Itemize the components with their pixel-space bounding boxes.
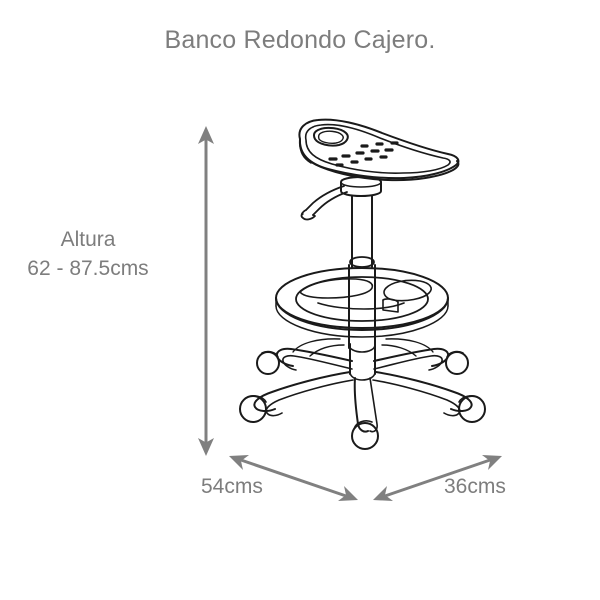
lever-handle-tip bbox=[300, 213, 304, 219]
base-leg-front-right-b bbox=[372, 379, 461, 417]
caster-back-right bbox=[445, 350, 469, 375]
cylinder-rod bbox=[351, 195, 373, 268]
mount-plate-top-ellipse bbox=[340, 181, 382, 188]
base-leg-highlight-right bbox=[381, 344, 417, 357]
width-dimension-label: 54cms bbox=[201, 475, 263, 498]
depth-dimension-arrow bbox=[373, 455, 502, 501]
caster-bracket bbox=[458, 395, 480, 403]
footring-clamp bbox=[382, 299, 399, 313]
seat-top-outline bbox=[298, 118, 460, 180]
page-title: Banco Redondo Cajero. bbox=[164, 26, 436, 54]
height-dimension-label: Altura 62 - 87.5cms bbox=[0, 226, 176, 284]
footring-center-web bbox=[317, 302, 405, 310]
caster-bracket bbox=[261, 350, 279, 358]
caster-bracket bbox=[245, 395, 267, 403]
footring-spoke-left bbox=[299, 278, 374, 299]
base-leg-front-right bbox=[375, 371, 473, 413]
footring-clamp-top bbox=[382, 298, 399, 303]
base-leg-arc-right bbox=[385, 338, 434, 353]
seat-handle-slot bbox=[313, 126, 349, 147]
base-leg-back-right-b bbox=[373, 354, 443, 371]
cylinder-collar bbox=[349, 256, 375, 268]
caster-front-center bbox=[351, 420, 379, 450]
mount-plate-outline bbox=[340, 176, 382, 197]
width-dimension-arrow bbox=[229, 455, 358, 501]
depth-arrowhead-lower-left bbox=[373, 486, 393, 501]
caster-back-left bbox=[256, 350, 280, 375]
width-arrowhead-upper-left bbox=[229, 455, 249, 470]
height-arrowhead-bottom bbox=[198, 438, 214, 456]
seat-handle-slot-inner bbox=[317, 130, 344, 144]
footring-inner-opening bbox=[295, 276, 429, 322]
width-arrow-line bbox=[237, 457, 350, 499]
base-leg-front-left-b bbox=[265, 379, 354, 417]
lever-arm-lower bbox=[312, 191, 348, 216]
lever-arm-upper bbox=[305, 185, 345, 211]
footring bbox=[275, 267, 449, 338]
caster-front-left bbox=[239, 395, 267, 423]
seat-group bbox=[298, 118, 460, 182]
height-arrowhead-top bbox=[198, 126, 214, 144]
seat-vent-holes bbox=[328, 141, 399, 167]
footring-outer-bottom-2 bbox=[275, 305, 449, 338]
height-label-value: 62 - 87.5cms bbox=[27, 256, 149, 280]
depth-arrow-line bbox=[381, 457, 494, 499]
casters bbox=[239, 350, 486, 450]
caster-front-right bbox=[458, 395, 486, 423]
caster-wheel bbox=[351, 422, 379, 450]
caster-bracket bbox=[353, 420, 373, 430]
base-leg-back-left-b bbox=[282, 354, 353, 371]
gas-lift-lever bbox=[300, 185, 348, 221]
base-leg-front-center-b bbox=[369, 377, 378, 433]
height-label-title: Altura bbox=[60, 228, 116, 251]
base-leg-highlight-left bbox=[309, 344, 345, 357]
depth-arrowhead-upper-right bbox=[482, 455, 502, 470]
footring-outer-bottom bbox=[275, 297, 449, 331]
seat-mount-plate bbox=[340, 176, 382, 197]
base-leg-arc-left bbox=[292, 338, 341, 353]
caster-bracket bbox=[446, 350, 464, 358]
seat-left-depth bbox=[299, 142, 312, 164]
hub-bottom bbox=[349, 371, 376, 381]
width-arrowhead-lower-right bbox=[338, 486, 358, 501]
height-dimension-arrow bbox=[198, 126, 214, 456]
seat-front-edge bbox=[298, 140, 460, 182]
depth-dimension-label: 36cms bbox=[444, 475, 506, 498]
footring-spoke-right bbox=[383, 279, 432, 302]
